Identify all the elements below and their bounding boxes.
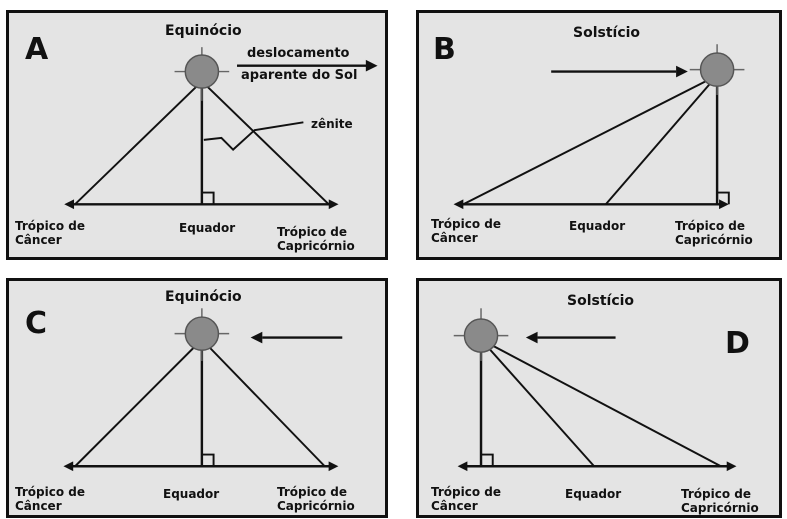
panel-d-diagram xyxy=(453,308,737,472)
panel-letter: B xyxy=(433,32,456,67)
capricorn-label-line2: Capricórnio xyxy=(277,239,355,253)
panel-b: B Solstício Trópico de Câncer Equador Tr… xyxy=(416,10,782,260)
ground-arrow-left xyxy=(453,199,464,210)
sun-icon xyxy=(184,54,220,89)
ray-to-capricorn xyxy=(201,80,330,205)
cancer-label-line2: Câncer xyxy=(15,499,62,513)
movement-arrowhead xyxy=(525,331,538,344)
movement-arrowhead xyxy=(250,331,263,344)
panel-c-diagram xyxy=(63,308,343,472)
panel-b-diagram xyxy=(453,44,745,210)
panel-a-diagram xyxy=(64,47,378,210)
movement-label-line2: aparente do Sol xyxy=(241,68,358,83)
capricorn-label-line2: Capricórnio xyxy=(277,499,355,513)
movement-label-line1: deslocamento xyxy=(247,46,350,61)
cancer-label-line2: Câncer xyxy=(15,233,62,247)
cancer-label-line2: Câncer xyxy=(431,499,478,513)
ray-to-cancer xyxy=(462,74,718,206)
panel-title: Solstício xyxy=(573,25,641,41)
ray-to-equator xyxy=(605,74,718,205)
equator-label: Equador xyxy=(569,219,626,233)
ground-arrow-left xyxy=(63,461,74,472)
equator-label: Equador xyxy=(179,221,236,235)
sun-icon xyxy=(184,316,220,351)
right-angle-marker xyxy=(717,191,730,205)
movement-arrowhead xyxy=(676,65,688,78)
right-angle-marker xyxy=(201,191,215,205)
ground-arrow-right xyxy=(328,461,339,472)
ground-arrow-right xyxy=(726,461,737,472)
ground-arrow-right xyxy=(328,199,339,210)
capricorn-label-line2: Capricórnio xyxy=(681,501,759,515)
movement-arrowhead xyxy=(365,59,378,72)
panel-title: Equinócio xyxy=(165,289,242,305)
panel-c: C Equinócio Trópico de Câncer Equador Tr… xyxy=(6,278,388,518)
cancer-label-line2: Câncer xyxy=(431,231,478,245)
ray-to-capricorn xyxy=(480,338,722,468)
ground-arrow-right xyxy=(719,199,729,210)
sun-icon xyxy=(699,52,735,87)
panel-letter: D xyxy=(725,326,750,361)
panel-letter: A xyxy=(25,32,49,67)
ray-to-capricorn xyxy=(201,338,326,467)
equator-label: Equador xyxy=(565,487,622,501)
right-angle-marker xyxy=(201,453,215,467)
zenith-label: zênite xyxy=(311,117,353,131)
sun-icon xyxy=(463,318,499,353)
panel-a: A Equinócio deslocamento aparente do Sol… xyxy=(6,10,388,260)
capricorn-label-line1: Trópico de xyxy=(277,485,347,499)
ray-to-equator xyxy=(480,338,595,467)
ground-arrow-left xyxy=(457,461,468,472)
capricorn-label-line1: Trópico de xyxy=(277,225,347,239)
ray-to-cancer xyxy=(74,80,203,205)
cancer-label-line1: Trópico de xyxy=(15,485,85,499)
capricorn-label-line2: Capricórnio xyxy=(675,233,753,247)
ground-arrow-left xyxy=(64,199,75,210)
cancer-label-line1: Trópico de xyxy=(15,219,85,233)
zenith-pointer xyxy=(203,121,304,151)
panel-title: Solstício xyxy=(567,293,635,309)
panel-letter: C xyxy=(25,306,48,341)
cancer-label-line1: Trópico de xyxy=(431,485,501,499)
ray-to-cancer xyxy=(74,338,203,467)
panel-d: D Solstício Trópico de Câncer Equador Tr… xyxy=(416,278,782,518)
equator-label: Equador xyxy=(163,487,220,501)
cancer-label-line1: Trópico de xyxy=(431,217,501,231)
right-angle-marker xyxy=(481,453,494,467)
capricorn-label-line1: Trópico de xyxy=(675,219,745,233)
panel-title: Equinócio xyxy=(165,23,242,39)
capricorn-label-line1: Trópico de xyxy=(681,487,751,501)
